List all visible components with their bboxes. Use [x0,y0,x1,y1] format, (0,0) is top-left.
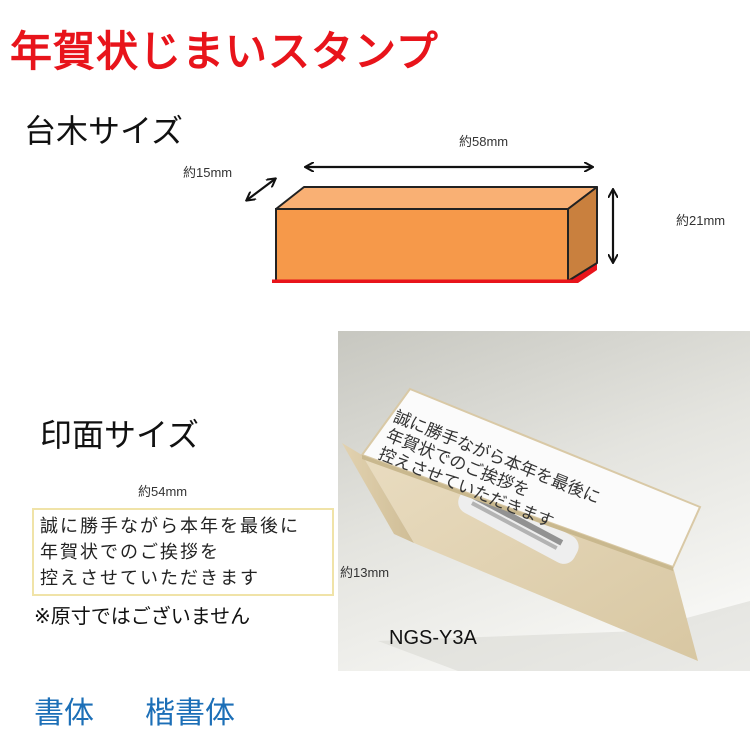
page-title: 年賀状じまいスタンプ [10,27,439,76]
sample-line: 誠に勝手ながら本年を最後に [40,516,300,537]
base-block-diagram [0,0,750,283]
height-dimension-label: 約21mm [676,213,726,228]
imprint-size-heading: 印面サイズ [40,416,200,454]
model-number: NGS-Y3A [389,627,477,649]
depth-arrow-icon [247,179,275,200]
font-label: 書体 [34,696,94,731]
sample-line: 年賀状でのご挨拶を [40,542,220,563]
not-actual-size-note: ※原寸ではございません [34,604,251,628]
imprint-width-label: 約54mm [138,484,188,499]
sample-line: 控えさせていただきます [40,568,260,589]
product-photo: 誠に勝手ながら本年を最後に 年賀状でのご挨拶を 控えさせていただきます [338,331,750,671]
imprint-height-label: 約13mm [340,565,390,580]
depth-dimension-label: 約15mm [183,165,233,180]
imprint-sample: 誠に勝手ながら本年を最後に 年賀状でのご挨拶を 控えさせていただきます [32,508,334,596]
base-size-heading: 台木サイズ [24,112,184,150]
width-dimension-label: 約58mm [459,134,509,149]
font-value: 楷書体 [145,696,235,731]
stamp-block-illustration [342,387,750,671]
